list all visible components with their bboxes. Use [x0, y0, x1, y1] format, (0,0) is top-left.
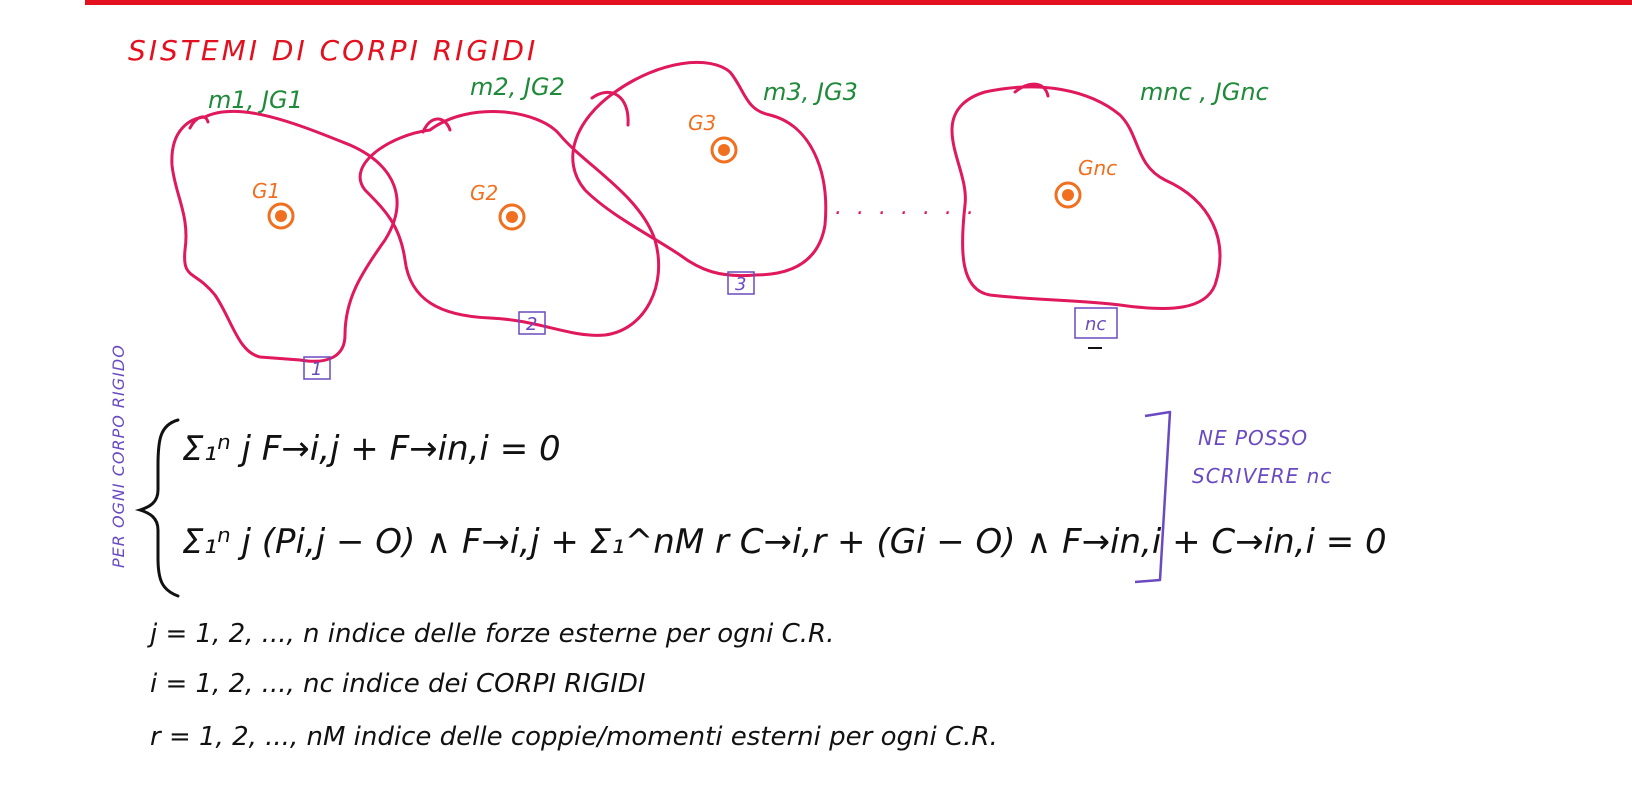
side-note-vertical: PER OGNI CORPO RIGIDO [109, 344, 128, 568]
mass-inertia-label-3: m3, JG3 [763, 78, 858, 106]
body-number-box-3 [727, 271, 755, 295]
centroid-3: G3 [688, 111, 738, 164]
note-line-2: SCRIVERE nc [1192, 464, 1332, 488]
body-number-box-1 [303, 356, 331, 380]
equation-moment-balance: Σ₁ⁿ j (Pi,j − O) ∧ F→i,j + Σ₁^nM r C→i,r… [182, 522, 1387, 562]
system-brace-icon [134, 418, 180, 598]
centroid-dot-icon [275, 210, 287, 222]
top-accent-bar [85, 0, 1632, 5]
centroid-1: G1 [252, 179, 295, 230]
body-number-nc: nc [1085, 314, 1106, 335]
rigid-body-1-outline [170, 109, 399, 363]
centroid-label-nc: Gnc [1078, 156, 1117, 180]
centroid-label-1: G1 [252, 179, 280, 203]
centroid-marker-icon [1054, 181, 1082, 209]
body-number-1: 1 [311, 359, 322, 380]
centroid-2: G2 [470, 181, 526, 231]
centroid-label-3: G3 [688, 111, 716, 135]
definition-j: j = 1, 2, ..., n indice delle forze este… [147, 619, 834, 649]
body-number-box-nc [1074, 307, 1118, 339]
mass-inertia-label-2: m2, JG2 [470, 73, 565, 101]
body-number-box-2 [518, 311, 546, 335]
bodies-ellipsis: . . . . . . . [835, 195, 978, 220]
rigid-body-3-outline [571, 61, 828, 278]
note-line-1: NE POSSO [1198, 426, 1308, 450]
centroid-dot-icon [718, 144, 730, 156]
rigid-body-nc-outline [950, 85, 1222, 310]
centroid-marker-icon [267, 202, 295, 230]
outline-hook [421, 117, 452, 134]
centroid-dot-icon [506, 211, 518, 223]
rigid-body-2-outline [358, 110, 661, 337]
centroid-label-2: G2 [470, 181, 498, 205]
right-bracket-icon [1134, 410, 1172, 584]
mass-inertia-label-nc: mnc , JGnc [1140, 78, 1269, 106]
outline-hook [1013, 82, 1050, 98]
page-title: SISTEMI DI CORPI RIGIDI [128, 34, 538, 67]
centroid-dot-icon [1062, 189, 1074, 201]
body-number-3: 3 [735, 274, 746, 295]
outline-hook [590, 91, 630, 127]
outline-hook [188, 115, 210, 130]
definition-i: i = 1, 2, ..., nc indice dei CORPI RIGID… [150, 669, 646, 699]
centroid-marker-icon [498, 203, 526, 231]
mass-inertia-label-1: m1, JG1 [208, 86, 303, 114]
centroid-nc: Gnc [1054, 156, 1117, 209]
centroid-marker-icon [710, 136, 738, 164]
equation-force-balance: Σ₁ⁿ j F→i,j + F→in,i = 0 [182, 429, 561, 469]
definition-r: r = 1, 2, ..., nM indice delle coppie/mo… [150, 722, 998, 752]
body-number-2: 2 [526, 314, 537, 335]
